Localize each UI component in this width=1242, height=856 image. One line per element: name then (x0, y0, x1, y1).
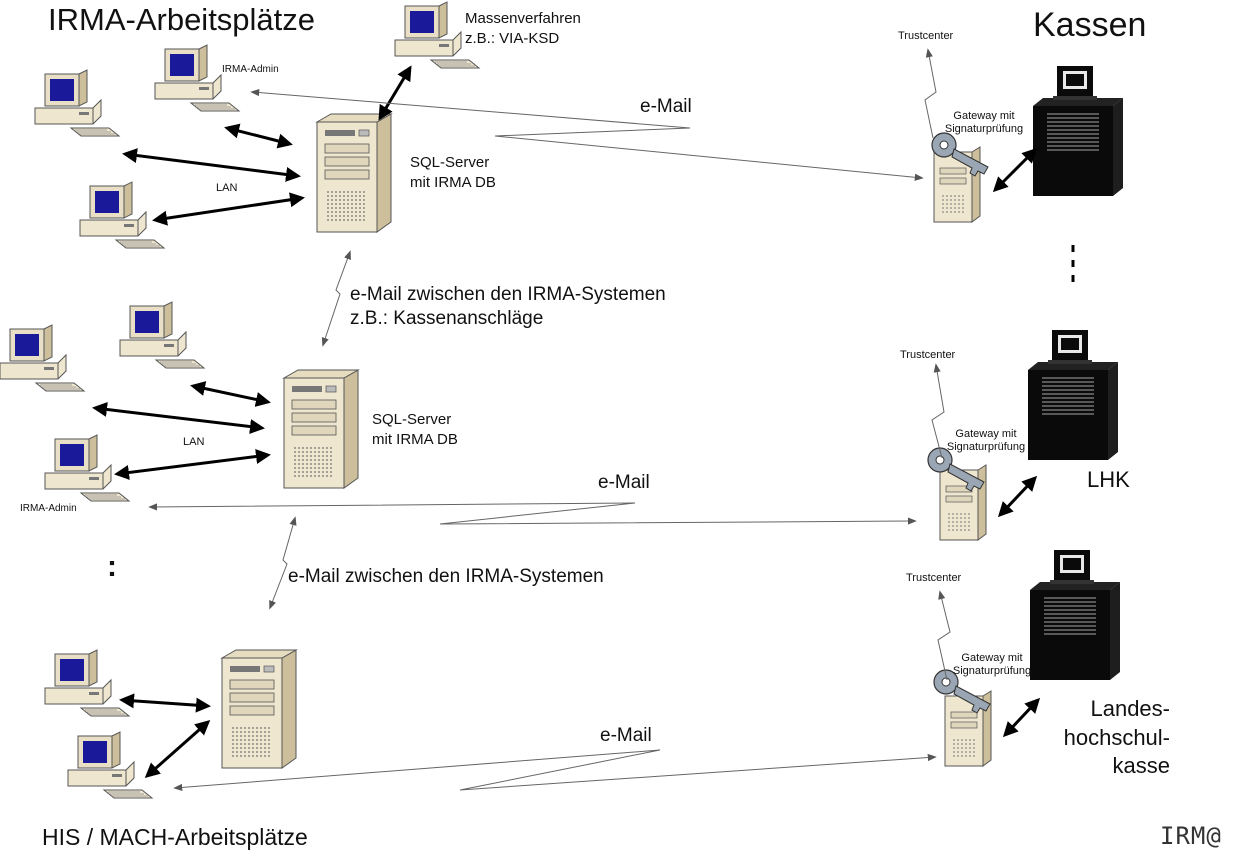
link12-line1: e-Mail zwischen den IRMA-Systemen (350, 284, 666, 305)
landes-line3: kasse (1112, 753, 1170, 779)
link23-line1: e-Mail zwischen den IRMA-Systemen (288, 566, 604, 587)
ellipsis-left: : (107, 550, 117, 583)
mass-procedure-label: Massenverfahren (465, 10, 581, 27)
irma-admin-label: IRMA-Admin (20, 503, 77, 514)
sql-server-db-label: mit IRMA DB (410, 174, 496, 191)
lhk-terminal-icon (1027, 329, 1119, 461)
workstation-icon (0, 324, 85, 392)
email-label: e-Mail (600, 725, 652, 746)
sql-server-icon (316, 113, 392, 233)
sql-server-label: SQL-Server (372, 411, 452, 428)
lhk-label: LHK (1087, 467, 1130, 492)
kassen-title: Kassen (1033, 6, 1147, 44)
irma-admin-label: IRMA-Admin (222, 64, 279, 75)
gateway-line2: Signaturprüfung (952, 664, 1032, 677)
workstation-icon (119, 301, 205, 369)
link12-line2: z.B.: Kassenanschläge (350, 308, 544, 329)
gateway-line1: Gateway mit (953, 110, 1015, 122)
irma-admin-workstation-icon (44, 434, 130, 502)
workstation-icon (67, 731, 153, 799)
kassen-terminal-icon (1032, 65, 1124, 197)
workstation-icon (34, 69, 120, 137)
email-label: e-Mail (640, 96, 692, 117)
landeshochschulkasse-label: Landes- hochschul- kasse (1064, 695, 1170, 781)
sql-server-label: SQL-Server (410, 154, 490, 171)
gateway-line2: Signaturprüfung (946, 440, 1026, 453)
trustcenter-label: Trustcenter (900, 349, 956, 361)
server-icon (221, 649, 297, 769)
gateway-line1: Gateway mit (955, 428, 1017, 440)
section2-workstations (0, 301, 205, 502)
gateway-line2: Signaturprüfung (944, 122, 1024, 135)
trustcenter-label: Trustcenter (906, 572, 962, 584)
workstation-icon (44, 649, 130, 717)
irma-admin-workstation-icon (154, 44, 240, 112)
trustcenter-label: Trustcenter (898, 30, 954, 42)
his-mach-title: HIS / MACH-Arbeitsplätze (42, 824, 308, 850)
gateway-label: Gateway mit Signaturprüfung (946, 652, 1038, 677)
gateway-label: Gateway mit Signaturprüfung (938, 110, 1030, 135)
landes-line2: hochschul- (1063, 724, 1170, 750)
landeshochschulkasse-terminal-icon (1029, 549, 1121, 681)
gateway-line1: Gateway mit (961, 652, 1023, 664)
email-label: e-Mail (598, 472, 650, 493)
mass-procedure-example: z.B.: VIA-KSD (465, 30, 560, 47)
sql-server-icon (283, 369, 359, 489)
landes-line1: Landes- (1090, 696, 1170, 721)
gateway-label: Gateway mit Signaturprüfung (940, 428, 1032, 453)
lan-label: LAN (216, 182, 238, 194)
sql-server-db-label: mit IRMA DB (372, 431, 458, 448)
section1-workstations (34, 1, 480, 249)
workstation-icon (79, 181, 165, 249)
irma-logo: IRM@ (1160, 822, 1222, 850)
lan-label: LAN (183, 436, 205, 448)
irma-workplaces-title: IRMA-Arbeitsplätze (48, 2, 316, 37)
section3-workstations (44, 649, 153, 799)
